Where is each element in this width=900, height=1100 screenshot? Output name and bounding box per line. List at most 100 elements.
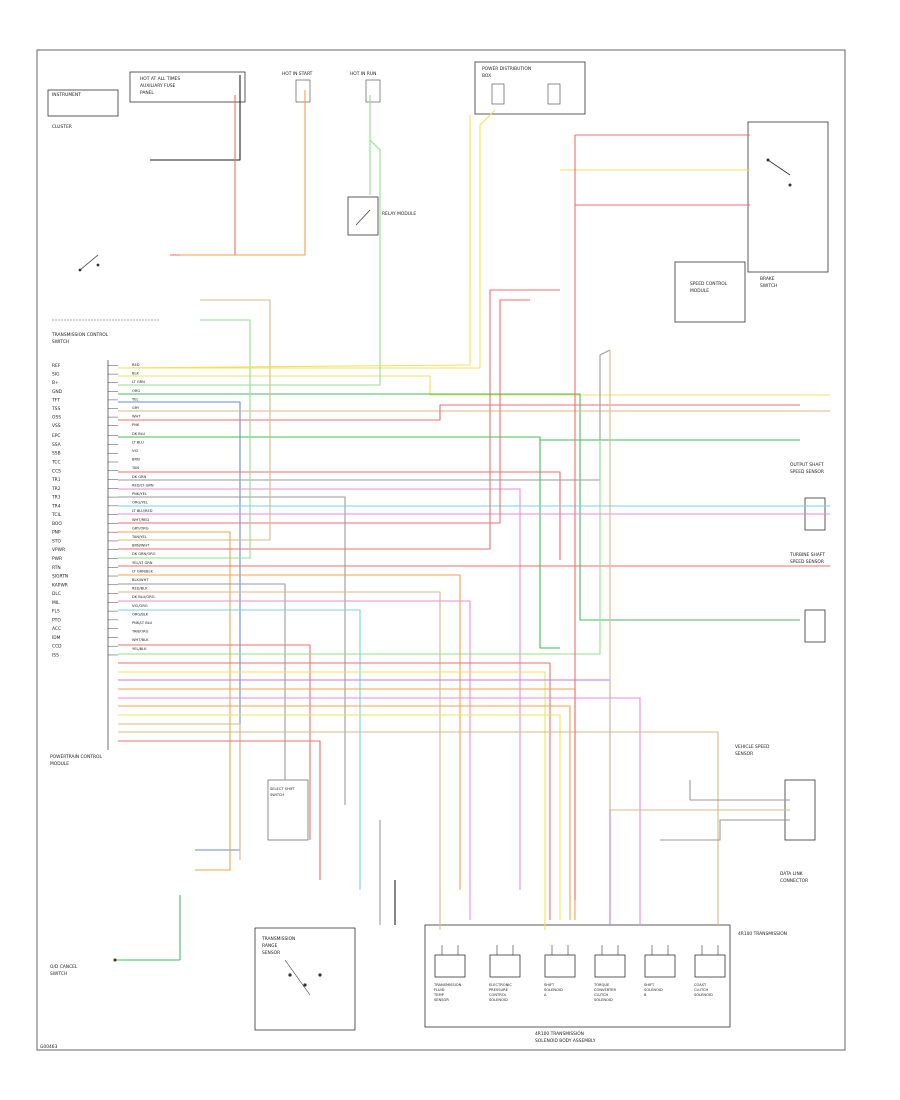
solenoid-label: SOLENOID	[694, 993, 713, 997]
wire-color-label: LT BLU/RED	[132, 509, 153, 513]
pcm-pin-label: PWR	[52, 556, 62, 562]
dlc-label-1: DATA LINK	[780, 871, 803, 877]
wire	[118, 471, 561, 560]
solenoid-label: SHIFT	[544, 983, 555, 987]
wire	[660, 819, 790, 841]
pcm-label-2: MODULE	[50, 761, 69, 767]
hot-in-run-fuse-block: HOT IN RUN	[350, 71, 381, 103]
solenoid-units: TRANSMISSIONFLUIDTEMPSENSORELECTRONICPRE…	[433, 945, 726, 1002]
output-shaft-speed-sensor-block: OUTPUT SHAFT SPEED SENSOR	[790, 462, 826, 531]
solenoid-label: SOLENOID	[644, 988, 663, 992]
pcm-pin-label: TFT	[51, 397, 60, 403]
wire	[118, 375, 830, 396]
wire-color-label: RED/BLK	[132, 587, 148, 591]
solenoid-body-title-2: SOLENOID BODY ASSEMBLY	[535, 1038, 596, 1044]
pcm-pin-label: SIGRTN	[52, 574, 68, 580]
tss-label-1: TURBINE SHAFT	[789, 552, 825, 558]
solenoid-label: CONVERTER	[594, 988, 616, 992]
solenoid-label: SOLENOID	[594, 998, 613, 1002]
wire-color-label: ORG	[132, 389, 140, 393]
wire	[118, 705, 571, 920]
instrument-cluster-label-2: CLUSTER	[52, 124, 72, 130]
pcm-pin-label: EPC	[52, 433, 61, 439]
wire-color-label: YEL/LT GRN	[132, 561, 153, 565]
wire	[118, 679, 611, 925]
solenoid-label: CLUTCH	[594, 993, 608, 997]
pcm-pin-label: RTN	[52, 565, 61, 571]
od-cancel-label-1: O/D CANCEL	[50, 964, 78, 970]
solenoid-label: TORQUE	[593, 983, 610, 987]
solenoid-label: A	[544, 993, 547, 997]
wire-color-label: TAN/YEL	[131, 535, 147, 539]
wire	[118, 731, 719, 925]
wire-color-label: LT GRN	[132, 380, 145, 384]
pcm-pin-label: TSS	[51, 406, 60, 412]
wire	[118, 662, 551, 920]
brake-switch-label-1: BRAKE	[760, 276, 775, 282]
wire	[118, 436, 560, 649]
data-link-connector-block: DATA LINK CONNECTOR	[780, 871, 808, 884]
wire-color-label: YEL/BLK	[132, 647, 147, 651]
wire-color-label: LT GRN/BLK	[132, 569, 153, 573]
wire	[609, 350, 790, 811]
pcm-pin-label: MIL	[52, 600, 60, 606]
wire	[118, 496, 346, 805]
solenoid-coil	[489, 954, 521, 978]
solenoid-body-assembly-block: 4R100 TRANSMISSION SOLENOID BODY ASSEMBL…	[424, 924, 787, 1044]
vss-label-2: SENSOR	[735, 751, 753, 757]
wire-color-label: LT BLU	[132, 440, 144, 444]
solenoid-label: FLUID	[434, 988, 445, 992]
tss-label-2: SPEED SENSOR	[790, 559, 824, 565]
wire	[118, 349, 611, 481]
solenoid-label: SHIFT	[644, 983, 655, 987]
pcm-pin-label: ISS	[52, 652, 59, 658]
solenoid-label: CLUTCH	[694, 988, 708, 992]
wire	[118, 740, 321, 880]
wire-color-label: TAN	[131, 466, 139, 470]
pcm-pin-label: TR3	[51, 495, 61, 501]
wire	[689, 780, 790, 801]
wire	[118, 714, 561, 920]
pcm-pin-label: TR1	[51, 477, 61, 483]
wire	[118, 319, 251, 559]
solenoid-coil	[544, 954, 576, 978]
pcm-pin-label: TCIL	[51, 512, 62, 518]
wire-color-label: GRY	[132, 406, 140, 410]
pcm-pin-label: KAPWR	[52, 582, 68, 588]
pcm-pin-label: VPWR	[52, 547, 65, 553]
select-shift-switch-block: SELECT SHIFT SWITCH	[267, 779, 309, 841]
speed-control-module-block: SPEED CONTROL MODULE	[674, 261, 746, 323]
wire	[150, 75, 241, 161]
wire-color-label: PNK	[132, 423, 140, 427]
pcm-pin-label: DLC	[52, 591, 61, 597]
wire	[118, 671, 546, 930]
diagram-code: G00463	[40, 1044, 58, 1050]
pcm-pin-label: TR2	[51, 486, 61, 492]
hot-in-run-label: HOT IN RUN	[350, 71, 376, 77]
wire	[118, 401, 241, 851]
wire	[118, 600, 471, 920]
powertrain-control-module-block: POWERTRAIN CONTROL MODULE	[50, 360, 109, 767]
wire-color-label: ORG/YEL	[132, 501, 148, 505]
wire-harness	[117, 75, 830, 960]
speed-control-label-2: MODULE	[690, 288, 709, 294]
hot-at-all-times-fuse-block: HOT AT ALL TIMES AUXILIARY FUSE PANEL	[129, 71, 246, 103]
instrument-cluster-block: INSTRUMENT CLUSTER	[47, 89, 119, 130]
wire-color-label: VIO	[132, 449, 139, 453]
wire	[118, 531, 231, 871]
solenoid-label: ELECTRONIC	[489, 983, 512, 987]
wire-color-label: WHT	[132, 415, 141, 419]
pcm-pin-label: GND	[52, 389, 63, 395]
pcm-pin-label: TCC	[51, 459, 61, 465]
solenoid-label: SOLENOID	[544, 988, 563, 992]
wire-color-label: WHT/RED	[132, 518, 149, 522]
wire	[118, 299, 530, 524]
wire-color-label: ORG/BLK	[132, 612, 149, 616]
solenoid-body-title-1: 4R100 TRANSMISSION	[535, 1031, 584, 1037]
wire	[118, 644, 311, 840]
wire	[117, 115, 471, 369]
overdrive-cancel-switch-block: O/D CANCEL SWITCH	[50, 958, 180, 977]
vehicle-speed-sensor-block: VEHICLE SPEED SENSOR	[735, 744, 816, 841]
pcm-pin-label: FLS	[52, 609, 60, 615]
